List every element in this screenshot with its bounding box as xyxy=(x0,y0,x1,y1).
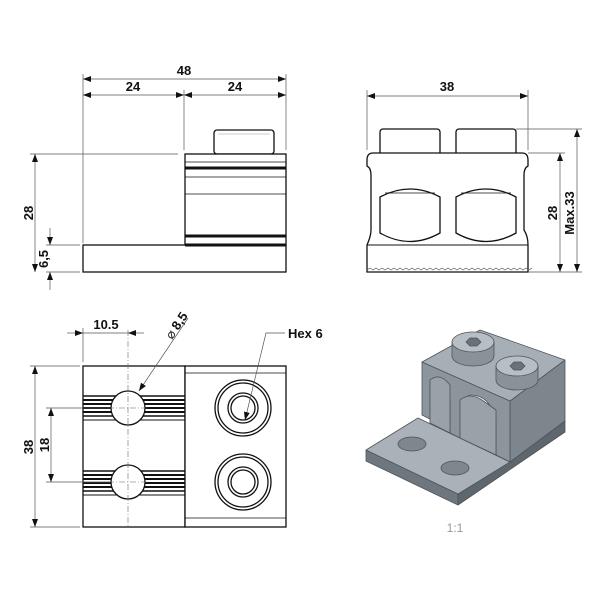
dim-front-height: 28 xyxy=(545,206,560,220)
screw-top-2 xyxy=(214,453,272,511)
cable-cavity-2 xyxy=(455,188,517,243)
iso-screw-1 xyxy=(451,331,495,367)
dim-max-height: Max.33 xyxy=(562,191,577,234)
dim-hole-diameter: ⌀ 8,5 xyxy=(162,309,191,341)
screw-head-front-1 xyxy=(379,128,441,156)
dim-hole-spacing: 18 xyxy=(37,438,52,452)
isometric-view xyxy=(365,329,566,506)
dim-height: 28 xyxy=(21,206,36,220)
side-view: 48 24 24 28 6,5 xyxy=(21,63,287,290)
base-plate-side xyxy=(82,244,287,273)
dim-front-width: 38 xyxy=(440,79,454,94)
front-view: 38 28 Max.33 xyxy=(366,79,582,273)
cable-cavity-1 xyxy=(379,188,441,243)
screw-top-1 xyxy=(214,379,272,437)
screw-head-front-2 xyxy=(455,128,517,156)
screw-hex-label: Hex 6 xyxy=(288,326,323,341)
iso-screw-2 xyxy=(495,355,539,391)
base-plate-top xyxy=(82,365,186,528)
svg-text:8,5: 8,5 xyxy=(168,309,191,332)
dim-overall-width: 48 xyxy=(177,63,191,78)
dim-right-width: 24 xyxy=(228,79,243,94)
dim-left-width: 24 xyxy=(126,79,141,94)
dim-base-thickness: 6,5 xyxy=(36,250,51,268)
dim-hole-offset: 10.5 xyxy=(93,317,118,332)
screw-head-side xyxy=(213,129,275,155)
top-view: 38 18 10.5 ⌀ 8,5 Hex 6 xyxy=(21,309,323,528)
dim-top-width: 38 xyxy=(21,440,36,454)
scale-label: 1:1 xyxy=(447,521,464,535)
